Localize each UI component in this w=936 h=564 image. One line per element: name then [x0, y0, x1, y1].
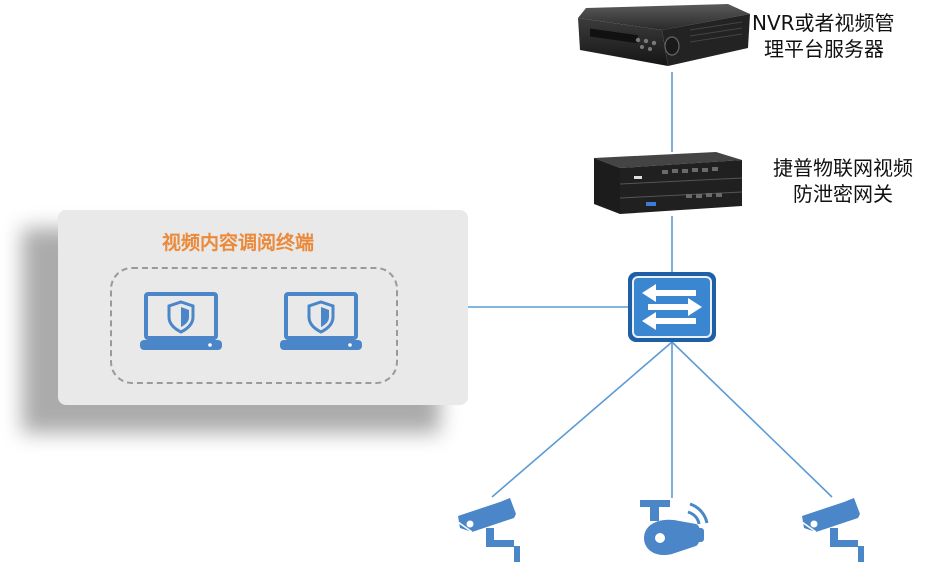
- terminal-group-title: 视频内容调阅终端: [161, 232, 314, 254]
- dome-camera-icon: [640, 500, 709, 556]
- bullet-camera-icon: [801, 498, 864, 562]
- laptop-shield-icon: [280, 292, 362, 350]
- gateway-label-line2: 防泄密网关: [793, 182, 893, 206]
- terminal-group-dashed-border: [110, 267, 398, 384]
- gateway-appliance-icon: [594, 152, 743, 214]
- nvr-label-line1: NVR或者视频管: [752, 11, 895, 35]
- nvr-label-line2: 理平台服务器: [764, 37, 884, 61]
- nvr-server-icon: [578, 4, 750, 66]
- line-switch-camera-right: [671, 341, 833, 498]
- gateway-label: 捷普物联网视频 防泄密网关: [758, 155, 928, 207]
- network-switch-icon: [628, 272, 716, 342]
- laptop-shield-icon: [140, 292, 222, 350]
- line-switch-camera-left: [491, 341, 673, 498]
- gateway-label-line1: 捷普物联网视频: [773, 156, 913, 180]
- bullet-camera-icon: [457, 498, 520, 562]
- nvr-label: NVR或者视频管 理平台服务器: [752, 10, 932, 62]
- terminal-group-panel: 视频内容调阅终端: [58, 210, 468, 405]
